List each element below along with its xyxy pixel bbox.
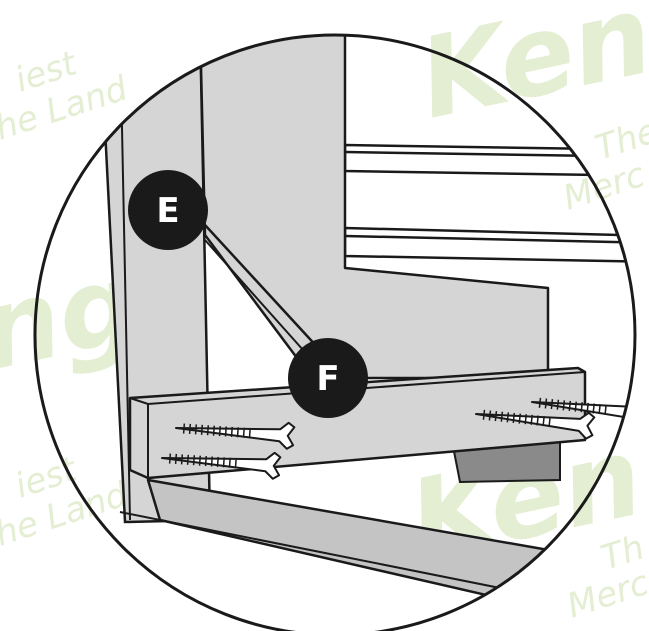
callout-f-label: F (316, 359, 339, 399)
watermark-brand-top: Ken (409, 0, 649, 143)
lens-outline (33, 33, 637, 631)
callout-f: F (288, 338, 368, 418)
watermark-tagline-h: Merc (562, 563, 649, 627)
crossbeam (128, 366, 587, 480)
corner-gusset (198, 35, 550, 380)
callout-e-label: E (156, 191, 179, 231)
detail-lens (86, 35, 635, 614)
callout-e: E (128, 170, 208, 250)
